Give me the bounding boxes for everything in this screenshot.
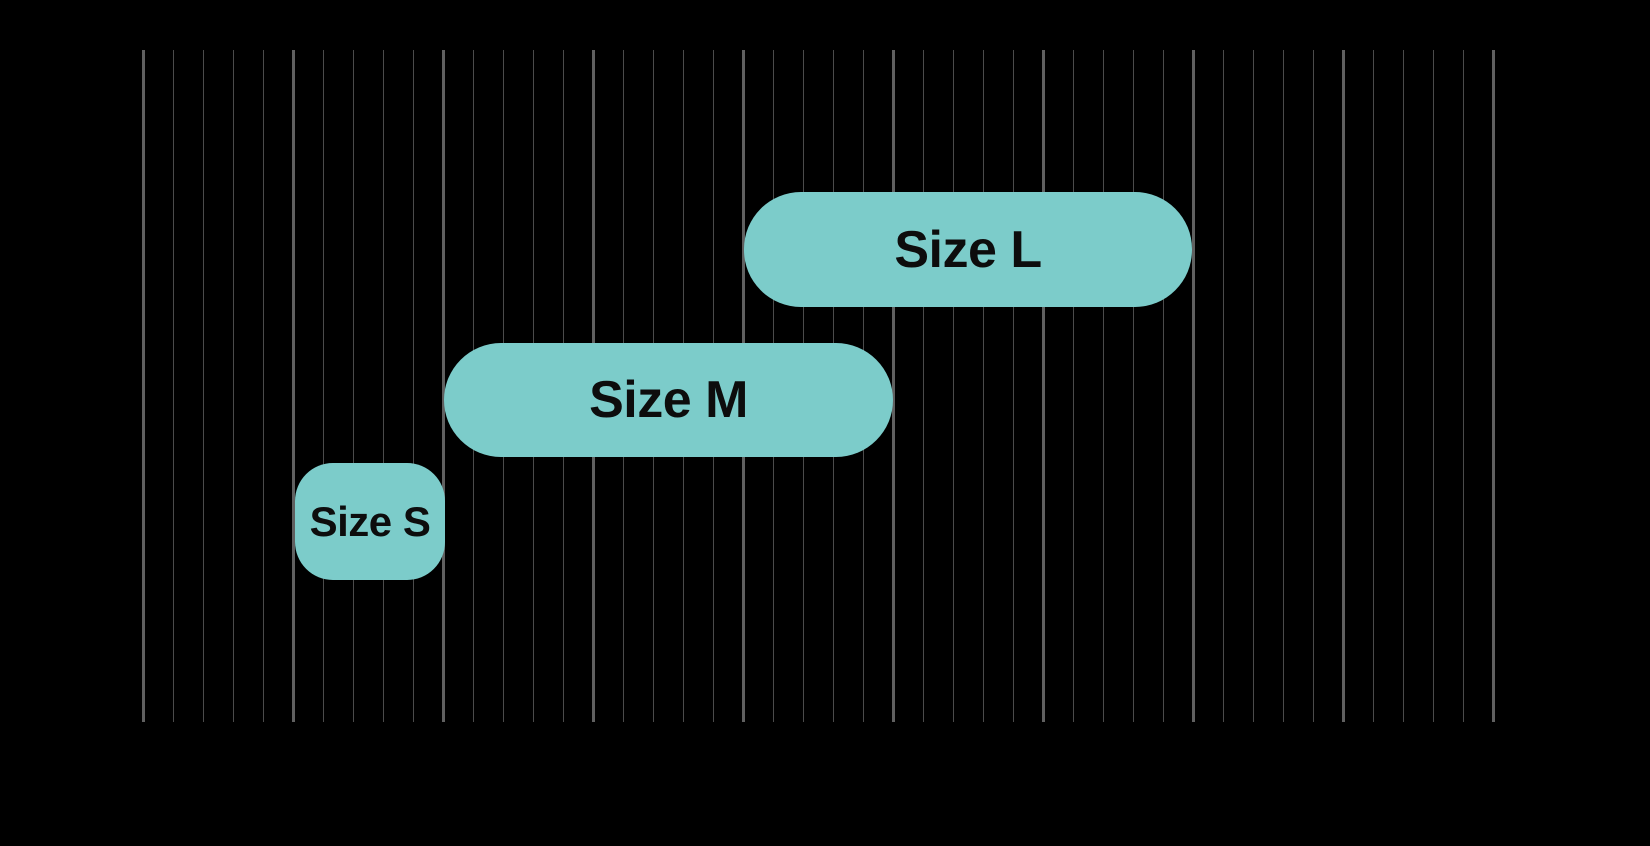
minor-gridline [1072, 50, 1074, 722]
minor-gridline [982, 50, 984, 722]
minor-gridline [1012, 50, 1014, 722]
minor-gridline [1282, 50, 1284, 722]
minor-gridline [1162, 50, 1164, 722]
minor-gridline [1402, 50, 1404, 722]
minor-gridline [352, 50, 354, 722]
minor-gridline [262, 50, 264, 722]
major-gridline [1491, 50, 1495, 722]
minor-gridline [1432, 50, 1434, 722]
major-gridline [141, 50, 145, 722]
task-bar-size-s: Size S [295, 463, 445, 580]
minor-gridline [202, 50, 204, 722]
minor-gridline [322, 50, 324, 722]
minor-gridline [382, 50, 384, 722]
major-gridline [441, 50, 445, 722]
task-bar-size-l: Size L [744, 192, 1192, 307]
task-label-size-m: Size M [589, 371, 748, 429]
major-gridline [1191, 50, 1195, 722]
minor-gridline [232, 50, 234, 722]
minor-gridline [1132, 50, 1134, 722]
task-label-size-s: Size S [309, 497, 431, 545]
minor-gridline [1222, 50, 1224, 722]
major-gridline [1341, 50, 1345, 722]
minor-gridline [952, 50, 954, 722]
minor-gridline [1312, 50, 1314, 722]
minor-gridline [172, 50, 174, 722]
major-gridline [891, 50, 895, 722]
minor-gridline [412, 50, 414, 722]
major-gridline [291, 50, 295, 722]
task-label-size-l: Size L [894, 220, 1042, 279]
minor-gridline [922, 50, 924, 722]
minor-gridline [1372, 50, 1374, 722]
minor-gridline [1462, 50, 1464, 722]
task-bar-size-m: Size M [444, 343, 893, 457]
minor-gridline [1252, 50, 1254, 722]
minor-gridline [1102, 50, 1104, 722]
major-gridline [1041, 50, 1045, 722]
